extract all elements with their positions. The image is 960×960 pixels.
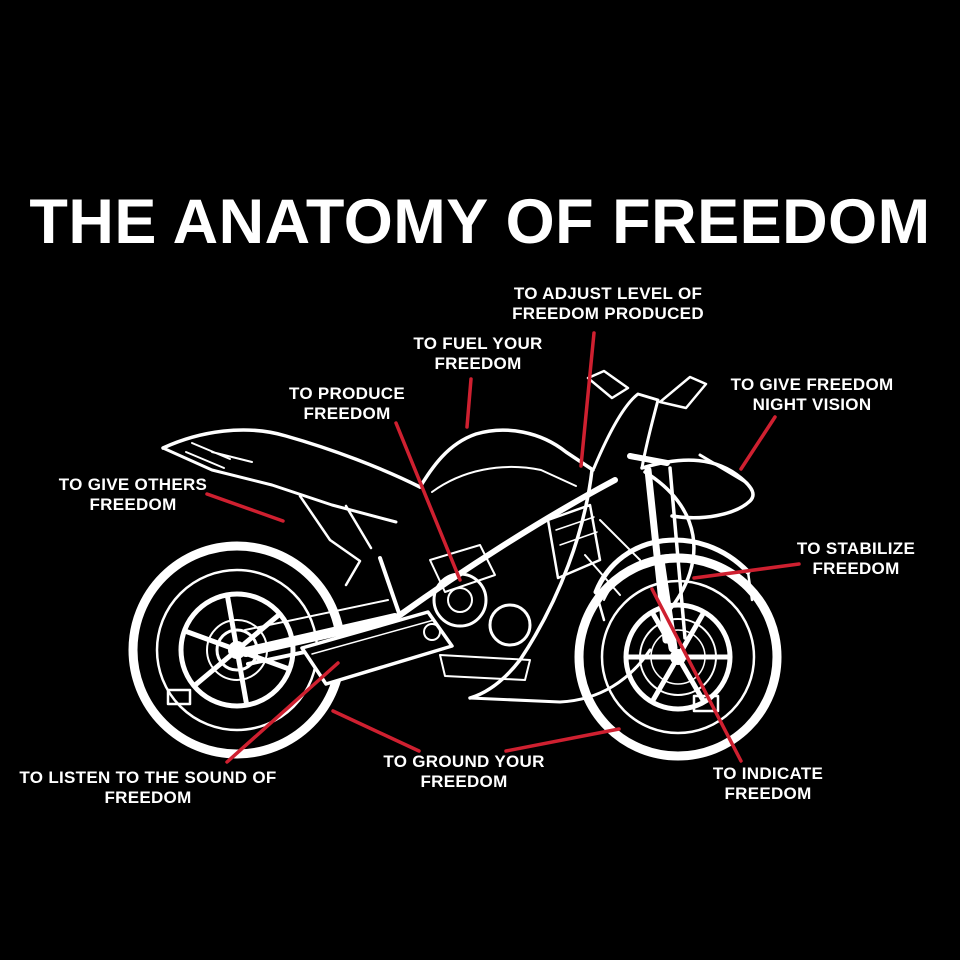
- leader-lines: [205, 331, 801, 764]
- label-adjust-level: TO ADJUST LEVEL OF FREEDOM PRODUCED: [512, 284, 704, 324]
- label-stabilize-line1: TO STABILIZE: [796, 539, 916, 558]
- leader-line-give-others: [205, 492, 285, 523]
- leader-line-ground-rear: [331, 709, 421, 753]
- windscreen: [586, 369, 708, 470]
- label-adjust-level-line1: TO ADJUST LEVEL OF: [513, 284, 703, 303]
- frame: [397, 477, 618, 618]
- label-ground-line1: TO GROUND YOUR: [383, 752, 545, 771]
- label-produce-line2: FREEDOM: [303, 404, 391, 423]
- front-fender: [593, 537, 754, 622]
- page-title: THE ANATOMY OF FREEDOM: [29, 187, 931, 257]
- label-indicate: TO INDICATE FREEDOM: [713, 764, 823, 804]
- label-indicate-line1: TO INDICATE: [712, 764, 824, 783]
- fuel-tank: [418, 428, 595, 493]
- headlight: [698, 453, 749, 485]
- label-fuel: TO FUEL YOUR FREEDOM: [413, 334, 542, 374]
- leader-line-fuel: [465, 377, 473, 429]
- label-fuel-line2: FREEDOM: [434, 354, 522, 373]
- label-fuel-line1: TO FUEL YOUR: [413, 334, 543, 353]
- label-ground: TO GROUND YOUR FREEDOM: [383, 752, 544, 792]
- label-indicate-line2: FREEDOM: [724, 784, 812, 803]
- right-mirror: [658, 375, 708, 410]
- leader-line-ground-front: [504, 727, 621, 753]
- label-ground-line2: FREEDOM: [420, 772, 508, 791]
- front-fairing: [468, 453, 755, 704]
- label-stabilize-line2: FREEDOM: [812, 559, 900, 578]
- engine: [423, 544, 532, 681]
- label-produce-line1: TO PRODUCE: [288, 384, 406, 403]
- leader-line-listen-sound: [225, 661, 340, 764]
- triple-clamp: [627, 453, 670, 466]
- leader-line-stabilize: [692, 562, 801, 580]
- label-give-others: TO GIVE OTHERS FREEDOM: [59, 475, 207, 515]
- rear-shock: [378, 556, 402, 618]
- leader-line-night-vision: [739, 415, 777, 471]
- belly-pan: [468, 648, 652, 704]
- label-listen-sound: TO LISTEN TO THE SOUND OF FREEDOM: [19, 768, 276, 808]
- label-night-vision-line2: NIGHT VISION: [752, 395, 872, 414]
- left-mirror: [586, 369, 630, 400]
- label-give-others-line2: FREEDOM: [89, 495, 177, 514]
- front-wheel: [574, 553, 782, 761]
- tail-section: [161, 428, 422, 587]
- label-stabilize: TO STABILIZE FREEDOM: [797, 539, 915, 579]
- rear-brake-caliper: [166, 688, 192, 706]
- leader-line-produce: [394, 421, 462, 582]
- label-listen-sound-line2: FREEDOM: [104, 788, 192, 807]
- label-night-vision-line1: TO GIVE FREEDOM: [730, 375, 894, 394]
- label-give-others-line1: TO GIVE OTHERS: [58, 475, 208, 494]
- radiator: [546, 503, 602, 580]
- leader-line-adjust-level: [579, 331, 596, 468]
- leader-line-indicate: [650, 587, 743, 763]
- label-night-vision: TO GIVE FREEDOM NIGHT VISION: [731, 375, 894, 415]
- label-listen-sound-line1: TO LISTEN TO THE SOUND OF: [19, 768, 277, 787]
- exhaust-muffler: [300, 610, 454, 686]
- subframe: [298, 494, 373, 587]
- label-produce: TO PRODUCE FREEDOM: [289, 384, 405, 424]
- label-adjust-level-line2: FREEDOM PRODUCED: [512, 304, 704, 323]
